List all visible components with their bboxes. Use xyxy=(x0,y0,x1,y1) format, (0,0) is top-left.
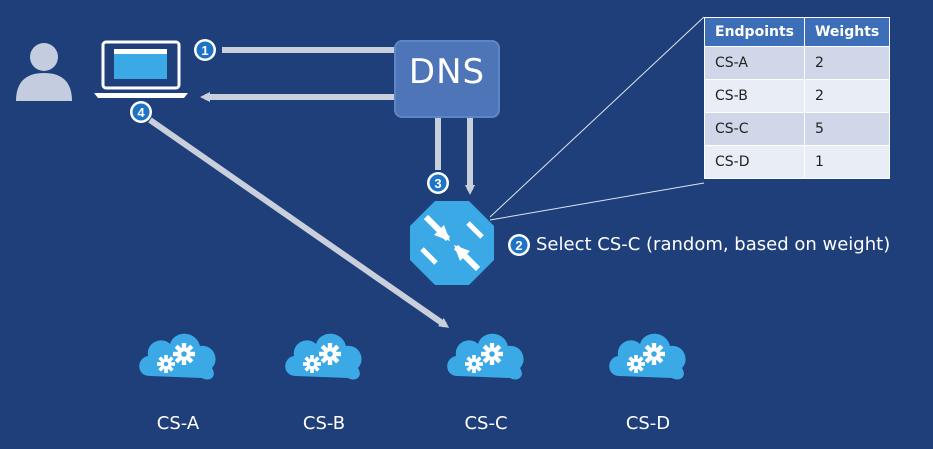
callout-line-top xyxy=(489,16,705,218)
weight-cell: 2 xyxy=(803,46,891,80)
endpoint-label-cs-b: CS-B xyxy=(302,413,346,434)
svg-text:1: 1 xyxy=(201,43,208,58)
svg-text:2: 2 xyxy=(515,238,522,253)
cloud-service-icon-cs-b xyxy=(285,334,361,380)
step-badge-4: 4 xyxy=(130,101,152,123)
traffic-manager-icon xyxy=(410,201,494,285)
endpoint-weights-table: Endpoints Weights CS-A 2 CS-B 2 CS-C 5 C… xyxy=(704,17,891,179)
weight-cell: 1 xyxy=(803,145,891,179)
arrow-client-to-cs-c xyxy=(148,117,450,328)
callout-line-bottom xyxy=(489,182,705,221)
table-row: CS-B 2 xyxy=(704,79,891,113)
cloud-service-icon-cs-c xyxy=(447,334,523,380)
dns-server-box xyxy=(394,40,500,118)
endpoint-cell: CS-D xyxy=(704,145,805,179)
svg-text:3: 3 xyxy=(434,176,441,191)
column-header-weights: Weights xyxy=(803,17,891,47)
svg-text:4: 4 xyxy=(137,105,145,120)
user-icon xyxy=(16,43,72,101)
endpoint-label-cs-c: CS-C xyxy=(464,413,508,434)
column-header-endpoints: Endpoints xyxy=(704,17,805,47)
laptop-icon xyxy=(94,40,188,98)
endpoint-label-cs-a: CS-A xyxy=(156,413,200,434)
step-badge-3: 3 xyxy=(427,172,449,194)
weight-cell: 2 xyxy=(803,79,891,113)
step-badge-1: 1 xyxy=(194,39,216,61)
endpoint-cell: CS-C xyxy=(704,112,805,146)
endpoint-cell: CS-A xyxy=(704,46,805,80)
step-badge-2: 2 xyxy=(508,234,530,256)
table-row: CS-A 2 xyxy=(704,46,891,80)
dns-label: DNS xyxy=(408,52,486,92)
table-header-row: Endpoints Weights xyxy=(704,17,891,47)
endpoint-label-cs-d: CS-D xyxy=(625,413,671,434)
step-2-description: Select CS-C (random, based on weight) xyxy=(536,234,891,255)
cloud-service-icon-cs-a xyxy=(139,334,215,380)
table-row: CS-C 5 xyxy=(704,112,891,146)
weight-cell: 5 xyxy=(803,112,891,146)
table-row: CS-D 1 xyxy=(704,145,891,179)
endpoint-cell: CS-B xyxy=(704,79,805,113)
cloud-service-icon-cs-d xyxy=(609,334,685,380)
